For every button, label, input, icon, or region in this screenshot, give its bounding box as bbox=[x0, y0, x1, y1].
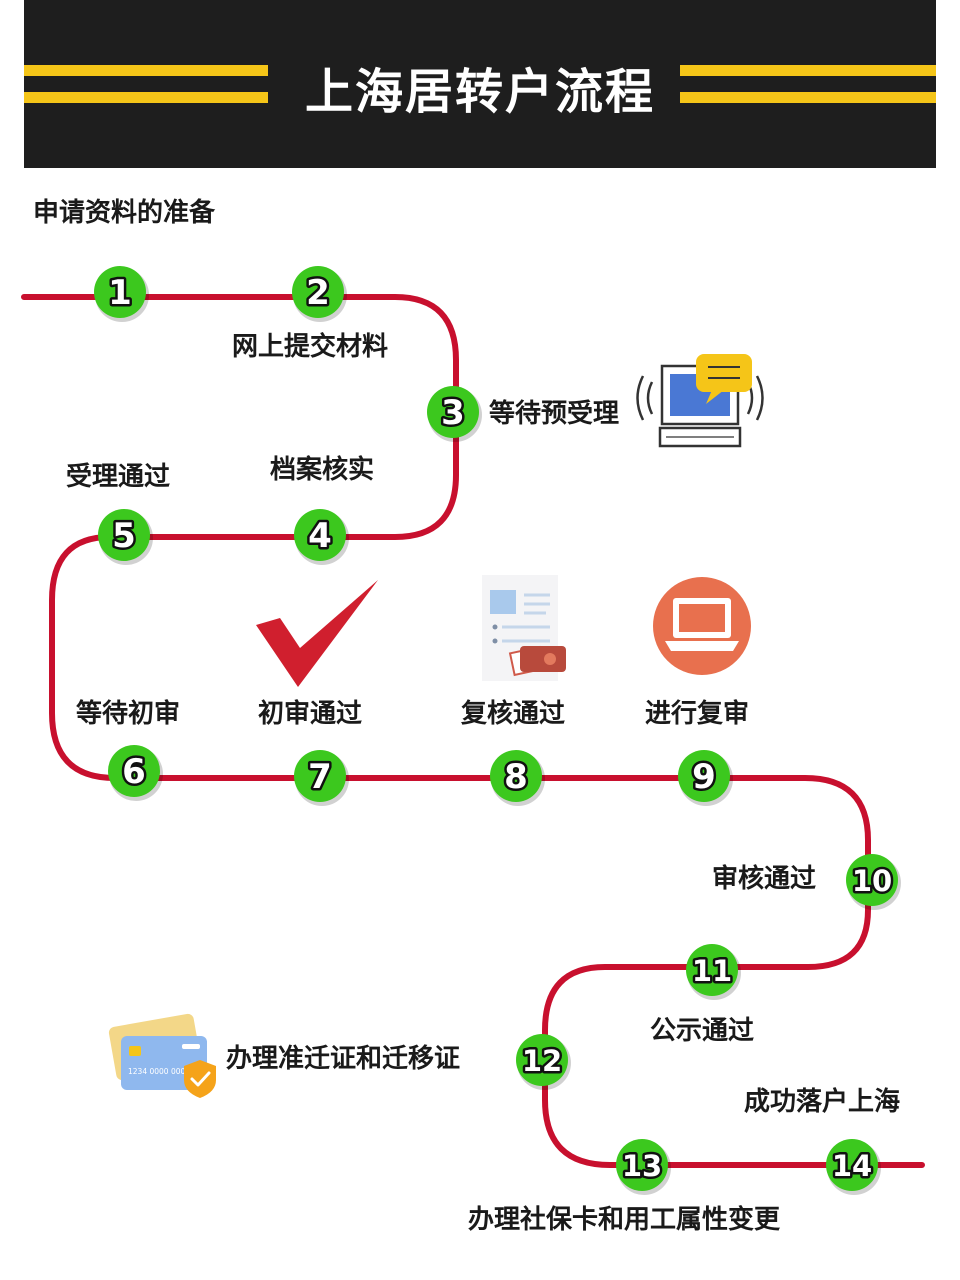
step-node-circle bbox=[98, 509, 150, 561]
step-node-circle bbox=[490, 750, 542, 802]
step-node-13: 13 bbox=[616, 1139, 671, 1195]
step-node-10: 10 bbox=[846, 854, 901, 910]
step-number: 7 bbox=[308, 757, 332, 797]
preparation-label: 申请资料的准备 bbox=[33, 198, 216, 228]
step-12-label: 办理准迁证和迁移证 bbox=[226, 1044, 461, 1074]
step-number: 10 bbox=[852, 864, 892, 898]
step-node-8: 8 bbox=[490, 750, 545, 806]
step-node-7: 7 bbox=[294, 750, 349, 806]
step-node-12: 12 bbox=[516, 1034, 571, 1090]
step-node-1: 1 bbox=[94, 266, 149, 322]
step-node-circle bbox=[616, 1139, 668, 1191]
step-11-label: 公示通过 bbox=[650, 1016, 755, 1046]
step-number: 11 bbox=[692, 954, 732, 988]
step-number: 5 bbox=[112, 516, 136, 556]
header-banner: 上海居转户流程 bbox=[24, 0, 936, 168]
step-node-14: 14 bbox=[826, 1139, 881, 1195]
bank-card-shield-icon: 1234 0000 0000 bbox=[108, 1013, 216, 1098]
step-node-circle bbox=[94, 266, 146, 318]
step-node-circle bbox=[294, 509, 346, 561]
step-node-2: 2 bbox=[292, 266, 347, 322]
header-stripe-left-bottom bbox=[24, 92, 268, 103]
step-number: 14 bbox=[832, 1149, 872, 1183]
header-stripe-right-top bbox=[680, 65, 936, 76]
step-node-5: 5 bbox=[98, 509, 153, 565]
step-node-4: 4 bbox=[294, 509, 349, 565]
checkmark-icon bbox=[256, 580, 378, 687]
step-number: 13 bbox=[622, 1149, 662, 1183]
step-node-circle bbox=[846, 854, 898, 906]
step-14-label: 成功落户上海 bbox=[744, 1087, 901, 1117]
process-path bbox=[21, 294, 925, 1168]
step-13-label: 办理社保卡和用工属性变更 bbox=[468, 1205, 781, 1235]
step-number: 4 bbox=[308, 516, 332, 556]
step-node-circle bbox=[826, 1139, 878, 1191]
step-node-6: 6 bbox=[108, 745, 163, 801]
step-2-label: 网上提交材料 bbox=[232, 332, 389, 362]
step-node-circle bbox=[686, 944, 738, 996]
step-number: 2 bbox=[306, 273, 330, 313]
computer-chat-icon bbox=[636, 354, 764, 448]
step-node-circle bbox=[678, 750, 730, 802]
step-10-label: 审核通过 bbox=[712, 864, 817, 894]
step-node-circle bbox=[292, 266, 344, 318]
step-5-label: 受理通过 bbox=[66, 462, 171, 492]
step-number: 6 bbox=[122, 752, 146, 792]
step-node-circle bbox=[427, 386, 479, 438]
step-number: 8 bbox=[504, 757, 528, 797]
card-number-text: 1234 0000 0000 bbox=[128, 1067, 190, 1076]
step-node-circle bbox=[294, 750, 346, 802]
header-stripe-right-bottom bbox=[680, 92, 936, 103]
step-number: 12 bbox=[522, 1044, 562, 1078]
step-number: 3 bbox=[441, 393, 465, 433]
step-node-9: 9 bbox=[678, 750, 733, 806]
document-stamp-icon bbox=[482, 575, 566, 681]
step-node-circle bbox=[108, 745, 160, 797]
header-stripe-left-top bbox=[24, 65, 268, 76]
page-title: 上海居转户流程 bbox=[304, 64, 655, 120]
step-node-circle bbox=[516, 1034, 568, 1086]
step-3-label: 等待预受理 bbox=[489, 399, 620, 429]
step-9-label: 进行复审 bbox=[645, 699, 750, 729]
step-node-11: 11 bbox=[686, 944, 741, 1000]
step-8-label: 复核通过 bbox=[461, 699, 566, 729]
step-number: 1 bbox=[108, 273, 132, 313]
step-6-label: 等待初审 bbox=[76, 699, 181, 729]
laptop-icon bbox=[653, 577, 751, 675]
step-4-label: 档案核实 bbox=[270, 455, 375, 485]
step-node-3: 3 bbox=[427, 386, 482, 442]
step-number: 9 bbox=[692, 757, 716, 797]
step-7-label: 初审通过 bbox=[258, 699, 363, 729]
